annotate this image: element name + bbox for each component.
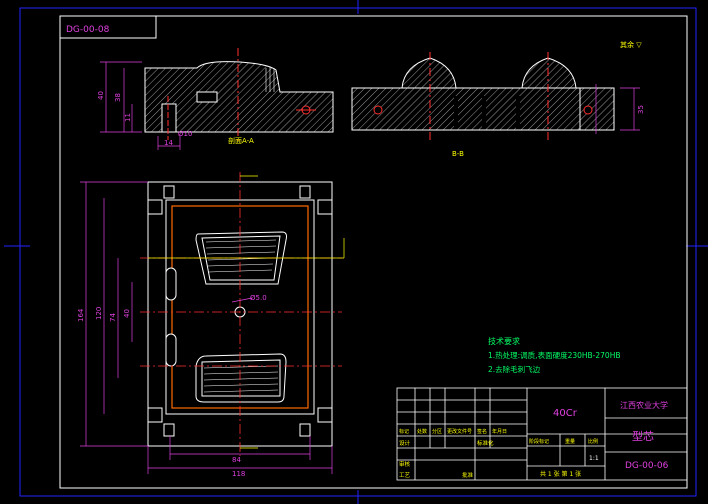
tb-header-mark: 标记 [399,428,409,435]
tb-scale: 1:1 [589,455,599,462]
tb-weight: 重量 [565,438,575,445]
title-block [396,387,688,481]
tech-req-item-2: 2.去除毛刺飞边 [488,364,541,374]
tb-header-change: 更改文件号 [447,428,472,435]
dim-total-length: 164 [77,308,85,322]
tb-material: 40Cr [553,408,578,419]
tb-standardize: 标准化 [477,439,494,447]
technical-requirements: 技术要求 1.热处理:调质,表面硬度230HB-270HB 2.去除毛刺飞边 [488,336,620,374]
tb-header-sign: 签名 [477,428,487,435]
dim-body-height: 38 [114,93,122,102]
tb-part-name: 型芯 [632,429,654,443]
surface-roughness-note: 其余 ▽ [620,40,642,49]
section-a-label: 剖面A-A [228,136,254,145]
tb-role-review: 审核 [399,460,411,468]
plan-view: Ø5.0 164 120 74 40 84 118 [77,172,345,478]
lower-pocket [195,353,287,403]
tb-school: 江西农业大学 [620,400,668,410]
tb-approve: 批准 [462,471,474,479]
dim-right-height: 35 [637,105,645,114]
front-section-view: 40 38 11 Ø10 14 剖面A-A [97,48,334,150]
sheet-frame [4,0,708,504]
dim-length-120: 120 [95,307,103,320]
dim-width-84: 84 [232,456,241,464]
dim-length-74: 74 [109,313,117,322]
dim-base-height: 11 [124,113,132,122]
inner-border [59,15,688,489]
dim-hole-offset: 14 [164,139,173,147]
section-b-label: B-B [452,150,464,158]
tb-header-count: 处数 [417,428,427,435]
tech-req-heading: 技术要求 [488,336,520,346]
title-block-text: 标记 处数 分区 更改文件号 签名 年月日 设计 标准化 审核 工艺 批准 40… [399,400,669,479]
tb-role-design: 设计 [399,439,411,447]
tb-sheet-info: 共 1 张 第 1 张 [540,470,581,478]
dim-length-40: 40 [123,309,131,318]
upper-pocket [195,231,287,285]
tb-drawing-number: DG-00-06 [625,461,669,471]
tb-header-date: 年月日 [492,428,507,435]
drawing-number: DG-00-08 [66,25,110,35]
drawing-number-box: DG-00-08 [59,15,157,39]
tb-scale-label: 比例 [588,438,598,445]
tb-stage-mark: 阶段标记 [529,438,549,445]
side-section-view: 35 B-B [351,52,645,158]
dim-width-118: 118 [232,470,245,478]
tech-req-item-1: 1.热处理:调质,表面硬度230HB-270HB [488,350,620,360]
tb-header-zone: 分区 [432,428,442,435]
tb-role-process: 工艺 [399,472,411,479]
dim-overall-height: 40 [97,91,105,100]
dim-hole-dia: Ø10 [178,130,192,138]
dim-center-hole: Ø5.0 [250,294,267,302]
